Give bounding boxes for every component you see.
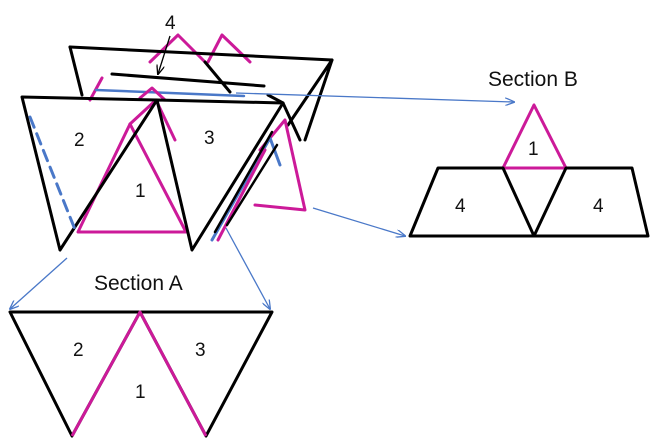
section-b-apex-triangle — [501, 103, 568, 170]
arrow-to-section-b-apex — [235, 92, 514, 102]
arrow-to-section-b-left — [312, 207, 405, 236]
middle-top-edge — [110, 72, 266, 88]
middle-layer — [94, 72, 266, 102]
section-b-left-trapezoid — [408, 166, 536, 238]
back-top-edge — [68, 45, 334, 62]
pointer-4-arrow — [158, 35, 171, 74]
front-back-right — [266, 93, 302, 142]
section-a-face-1: 1 — [135, 382, 146, 403]
section-a-magenta-fold — [70, 310, 208, 437]
section-b-title: Section B — [488, 68, 578, 91]
back-right-edges — [203, 58, 334, 142]
section-a-face-3: 3 — [195, 340, 206, 361]
face-1-label: 1 — [135, 181, 146, 202]
section-b-face-4-right: 4 — [593, 196, 604, 217]
section-b: Section B 1 4 4 — [408, 68, 650, 238]
middle-magenta-apex — [138, 86, 167, 102]
section-a-face-2: 2 — [73, 340, 84, 361]
front-face-left — [20, 95, 159, 252]
arrow-to-section-a-left — [10, 257, 68, 309]
section-a-right-triangle — [138, 310, 274, 438]
front-magenta-triangle — [76, 122, 188, 234]
face-3-label: 3 — [204, 128, 215, 149]
section-a-left-triangle — [8, 310, 142, 438]
section-a-title: Section A — [94, 272, 183, 295]
front-layer — [20, 93, 302, 252]
face-2-label: 2 — [74, 130, 85, 151]
connector-arrows — [10, 92, 514, 309]
arrow-to-section-a-right — [225, 227, 270, 309]
front-dashed-edge — [28, 115, 78, 234]
back-magenta-peaks — [148, 33, 252, 64]
folded-structure-3d: 4 2 3 1 — [20, 13, 334, 252]
back-left-edge — [68, 45, 84, 97]
pointer-4-label: 4 — [165, 13, 176, 34]
section-b-right-trapezoid — [532, 166, 650, 238]
back-layer — [68, 33, 334, 212]
section-a: Section A 2 3 1 — [8, 272, 274, 438]
section-b-face-4-left: 4 — [455, 196, 466, 217]
section-b-face-1: 1 — [528, 139, 539, 160]
front-hatch-edges — [213, 130, 279, 234]
middle-blue-edge — [94, 88, 246, 98]
front-face-right — [155, 98, 285, 252]
